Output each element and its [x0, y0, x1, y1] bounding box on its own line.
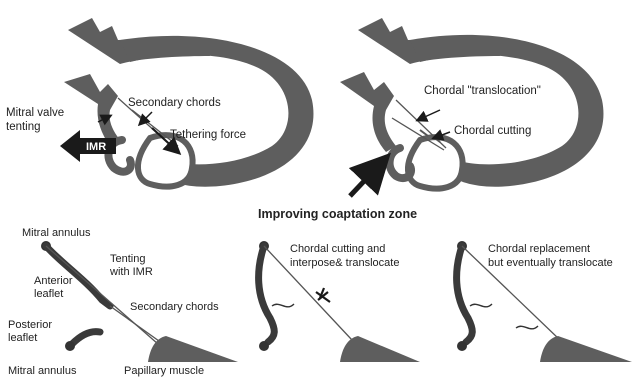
bottom-middle-label-2: interpose& translocate	[290, 257, 399, 269]
translocation-pointer	[418, 110, 440, 120]
anterior-leaflet-bottom-right	[457, 246, 473, 342]
annulus-node-mid-bottom	[259, 341, 269, 351]
secondary-chords-label-bottom: Secondary chords	[130, 301, 219, 313]
mitral-valve-tenting-label: Mitral valve	[6, 107, 64, 119]
chordal-cutting-label: Chordal cutting	[454, 125, 531, 137]
chordal-translocation-label: Chordal "translocation"	[424, 85, 541, 97]
posterior-leaflet-label-2: leaflet	[8, 332, 37, 344]
cut-chord-squiggle-right-2	[516, 326, 538, 329]
improving-arrow	[350, 160, 384, 196]
bottom-right-label-2: but eventually translocate	[488, 257, 613, 269]
cut-chord-squiggle-middle	[272, 304, 294, 307]
posterior-leaflet-bottom-left	[72, 332, 100, 344]
papillary-muscle-bottom-right	[540, 336, 632, 362]
bottom-left-schematic: Mitral annulus Tenting with IMR Anterior…	[8, 227, 238, 377]
imr-label: IMR	[86, 141, 106, 153]
anterior-leaflet-top-right	[340, 72, 396, 152]
mitral-annulus-top-label: Mitral annulus	[22, 227, 91, 239]
cut-chord-1	[420, 130, 428, 136]
tethering-force-label: Tethering force	[170, 129, 246, 141]
annulus-node-bottom	[65, 341, 75, 351]
papillary-muscle-bottom-middle	[340, 336, 420, 362]
anterior-leaflet-label-2: leaflet	[34, 288, 63, 300]
secondary-chords-label-top: Secondary chords	[128, 97, 221, 109]
anterior-leaflet-top-left	[64, 74, 120, 146]
bottom-right-label: Chordal replacement	[488, 243, 590, 255]
mitral-annulus-bottom-label: Mitral annulus	[8, 365, 77, 377]
posterior-leaflet-label: Posterior	[8, 319, 52, 331]
anterior-leaflet-bottom-middle	[259, 246, 275, 342]
cut-chord-squiggle-right-1	[470, 304, 492, 307]
papillary-muscle-bottom-left	[148, 336, 238, 362]
bottom-middle-label: Chordal cutting and	[290, 243, 385, 255]
posterior-leaflet-top-right	[390, 148, 411, 178]
tenting-with-imr-label-2: with IMR	[109, 266, 153, 278]
top-left-heart: IMR Mitral valve tenting Secondary chord…	[6, 18, 313, 187]
papillary-muscle-label: Papillary muscle	[124, 365, 204, 377]
annulus-node-right-bottom	[457, 341, 467, 351]
top-right-heart: Chordal "translocation" Chordal cutting	[340, 18, 603, 196]
interposed-chord-knot	[316, 288, 330, 302]
improving-coaptation-label: Improving coaptation zone	[258, 207, 417, 221]
tenting-with-imr-label: Tenting	[110, 253, 145, 265]
bottom-right-schematic: Chordal replacement but eventually trans…	[457, 241, 632, 362]
mitral-valve-tenting-label-2: tenting	[6, 121, 41, 133]
anterior-leaflet-label: Anterior	[34, 275, 73, 287]
bottom-middle-schematic: Chordal cutting and interpose& transloca…	[259, 241, 420, 362]
papillary-muscle-top-left	[138, 135, 193, 186]
